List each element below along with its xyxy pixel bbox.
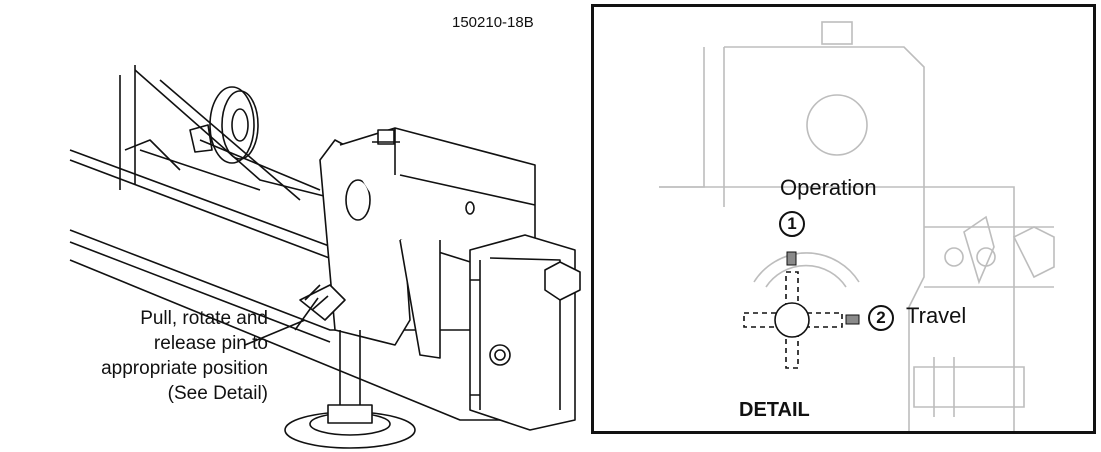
- position-2-marker: 2: [868, 305, 894, 331]
- callout-line: release pin to: [153, 333, 268, 354]
- travel-label: Travel: [906, 303, 967, 328]
- pin-instruction-callout: Pull, rotate and release pin to appropri…: [28, 306, 268, 406]
- detail-inset: Operation 1 2 Travel DETAIL: [591, 4, 1096, 434]
- callout-line: (See Detail): [167, 383, 268, 404]
- position-1-marker: 1: [779, 211, 805, 237]
- figure-id: 150210-18B: [452, 14, 534, 31]
- detail-illustration: [659, 21, 1055, 431]
- jack-bracket-illustration: [69, 65, 581, 449]
- detail-title: DETAIL: [739, 399, 810, 421]
- operation-label: Operation: [780, 175, 877, 200]
- callout-line: Pull, rotate and: [140, 308, 268, 329]
- callout-line: appropriate position: [101, 358, 268, 379]
